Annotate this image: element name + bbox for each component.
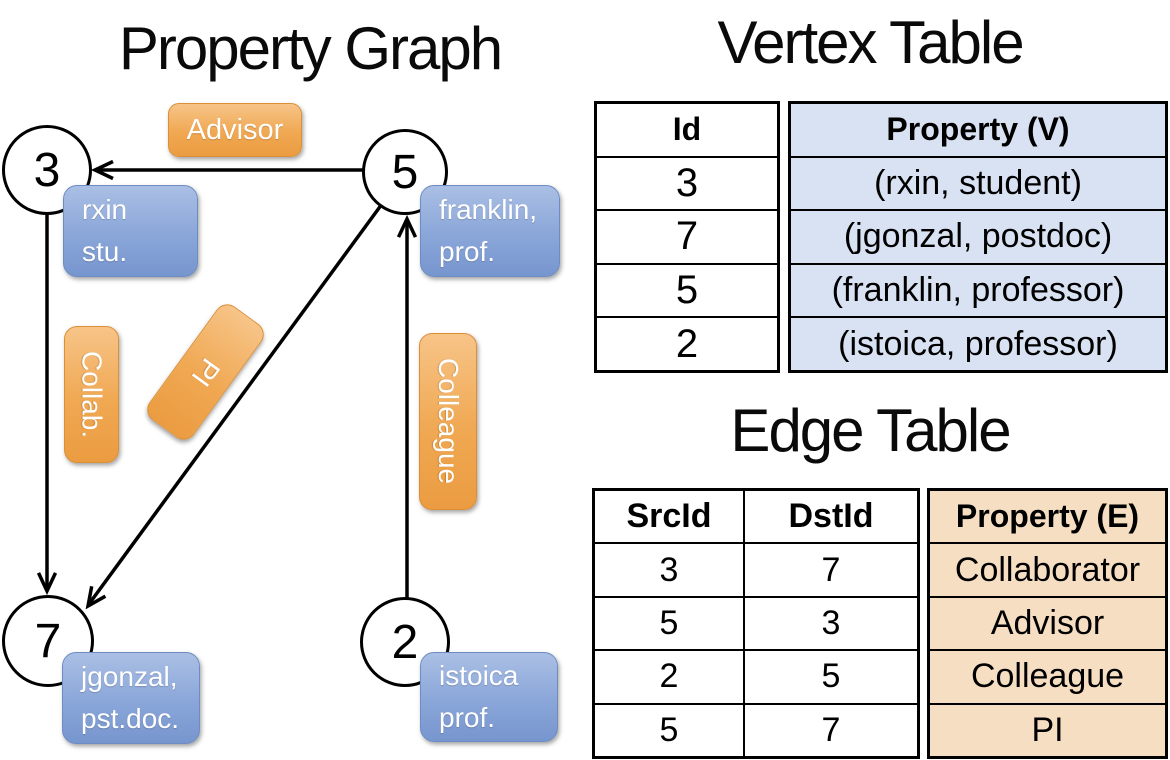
vertex-table-id-cell: 7 (597, 209, 777, 263)
vertex-table-header-id: Id (672, 111, 702, 148)
vertex-property-line: pst.doc. (81, 703, 180, 734)
edge-5-to-7-pi (85, 191, 392, 610)
edge-2-to-5-colleague (396, 214, 418, 600)
vertex-property-line: prof. (439, 236, 496, 267)
edge-table-dst-cell: 5 (743, 649, 917, 703)
edge-line-5-7 (87, 191, 392, 606)
edge-table-dst-cell: 7 (743, 542, 917, 596)
edge-table-src-cell: 3 (595, 542, 743, 595)
edge-table-title: Edge Table (730, 397, 1011, 464)
vertex-property-line: istoica (439, 660, 519, 691)
vertex-property-line: rxin (82, 194, 128, 225)
edge-table-header-srcid: SrcId (626, 497, 712, 536)
edge-label-colleague: Colleague (419, 333, 477, 510)
arrowhead-into-7-vertical (36, 572, 58, 596)
vertex-table-property-cell: (rxin, student) (791, 155, 1165, 210)
vertex-table-title: Vertex Table (717, 9, 1024, 76)
vertex-id-7: 7 (34, 614, 62, 668)
vertex-table-property-cell: (franklin, professor) (791, 262, 1165, 317)
vertex-node-2: 2 (360, 597, 450, 687)
vertex-property-box-3: rxin stu. (63, 185, 198, 277)
arrowhead-into-7-diagonal (85, 585, 107, 610)
vertex-table-id-column: Id 3 7 5 2 (594, 101, 780, 373)
vertex-property-box-2: istoica prof. (420, 652, 558, 742)
edge-table-dst-cell: 7 (743, 702, 917, 756)
edge-table-header-property: Property (E) (955, 498, 1140, 535)
edge-table-header-dstid: DstId (743, 491, 917, 543)
edge-label-advisor: Advisor (168, 103, 302, 157)
vertex-property-box-5: franklin, prof. (420, 185, 560, 277)
vertex-property-line: stu. (82, 236, 128, 267)
vertex-property-box-7: jgonzal, pst.doc. (62, 652, 200, 744)
vertex-table-header-property: Property (V) (886, 111, 1070, 148)
edge-table-id-columns: SrcId DstId 3 7 5 3 2 5 5 7 (592, 488, 920, 759)
vertex-id-5: 5 (391, 145, 419, 199)
vertex-property-line: prof. (439, 702, 496, 733)
vertex-property-line: jgonzal, (81, 661, 178, 692)
edge-5-to-3-advisor (90, 159, 366, 181)
edge-3-to-7-collab (36, 212, 58, 596)
edge-table-property-cell: Colleague (930, 649, 1165, 702)
vertex-table-id-cell: 3 (597, 155, 777, 210)
vertex-property-line: franklin, (439, 194, 538, 225)
vertex-table-id-cell: 5 (597, 262, 777, 317)
edge-table-src-cell: 5 (595, 702, 743, 756)
vertex-table-property-column: Property (V) (rxin, student) (jgonzal, p… (788, 101, 1168, 373)
vertex-table-property-cell: (jgonzal, postdoc) (791, 209, 1165, 263)
vertex-id-2: 2 (391, 615, 419, 669)
vertex-id-3: 3 (33, 143, 61, 197)
edge-table-property-cell: Advisor (930, 595, 1165, 649)
edge-table-property-cell: PI (930, 702, 1165, 756)
edge-table-property-column: Property (E) Collaborator Advisor Collea… (927, 488, 1168, 759)
edge-label-collab: Collab. (64, 326, 119, 463)
edge-table-src-cell: 5 (595, 595, 743, 649)
edge-table-src-cell: 2 (595, 649, 743, 702)
vertex-table-id-cell: 2 (597, 316, 777, 370)
arrowhead-into-5 (396, 214, 418, 238)
edge-table-dst-cell: 3 (743, 595, 917, 650)
arrowhead-into-3 (90, 159, 114, 181)
vertex-table-property-cell: (istoica, professor) (791, 316, 1165, 370)
property-graph-title: Property Graph (118, 15, 503, 82)
edge-table-property-cell: Collaborator (930, 542, 1165, 595)
graph-edges (36, 159, 418, 610)
